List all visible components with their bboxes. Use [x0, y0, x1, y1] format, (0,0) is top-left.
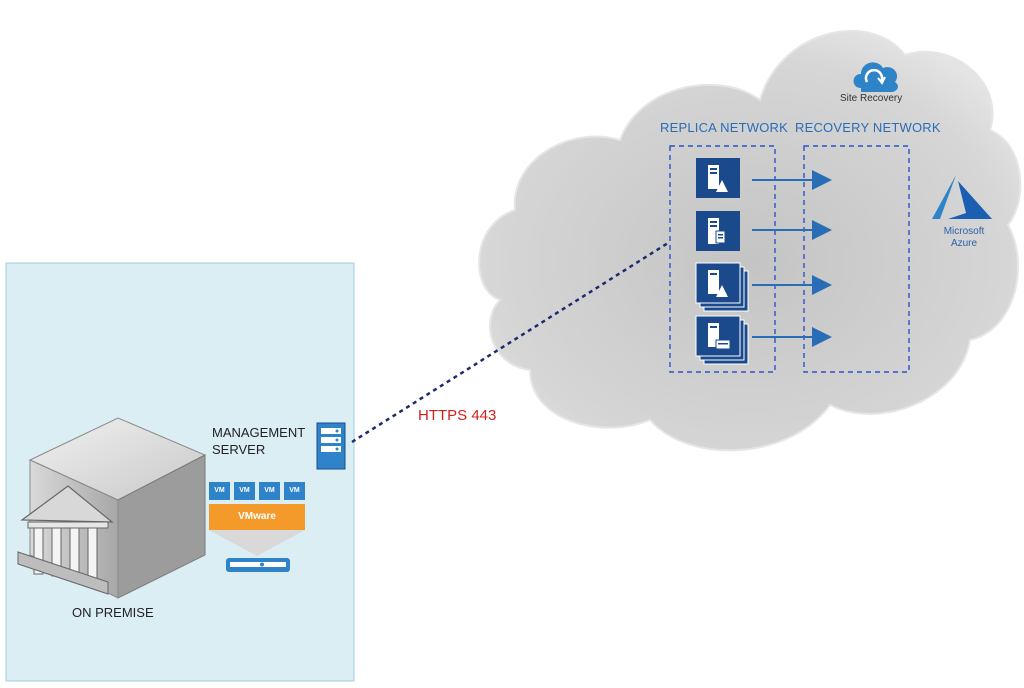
cloud-recovery-icon — [853, 62, 898, 92]
server-icon — [316, 422, 346, 470]
https-label: HTTPS 443 — [418, 407, 497, 424]
datacenter-building-icon — [17, 417, 207, 599]
vm-box: VM — [234, 482, 255, 500]
hypervisor-host-icon — [209, 530, 305, 572]
server-cluster-network-icon — [695, 262, 749, 312]
site-recovery-label: Site Recovery — [840, 93, 903, 104]
microsoft-azure-label: Microsoft Azure — [943, 226, 985, 249]
replica-network-box — [669, 145, 776, 373]
azure-logo-icon — [932, 175, 992, 219]
vmware-hypervisor-bar: VMware — [209, 504, 305, 530]
on-premise-label: ON PREMISE — [72, 605, 154, 620]
server-network-icon — [696, 158, 740, 198]
server-document-icon — [696, 211, 740, 251]
management-server-label: MANAGEMENT SERVER — [212, 425, 305, 457]
azure-cloud — [478, 30, 1022, 452]
vm-box: VM — [209, 482, 230, 500]
vm-box: VM — [259, 482, 280, 500]
vm-box: VM — [284, 482, 305, 500]
server-cluster-app-icon — [695, 315, 749, 365]
https-connection-line — [351, 241, 669, 444]
recovery-network-box — [803, 145, 910, 373]
recovery-network-label: RECOVERY NETWORK — [795, 120, 941, 135]
replica-network-label: REPLICA NETWORK — [660, 120, 788, 135]
